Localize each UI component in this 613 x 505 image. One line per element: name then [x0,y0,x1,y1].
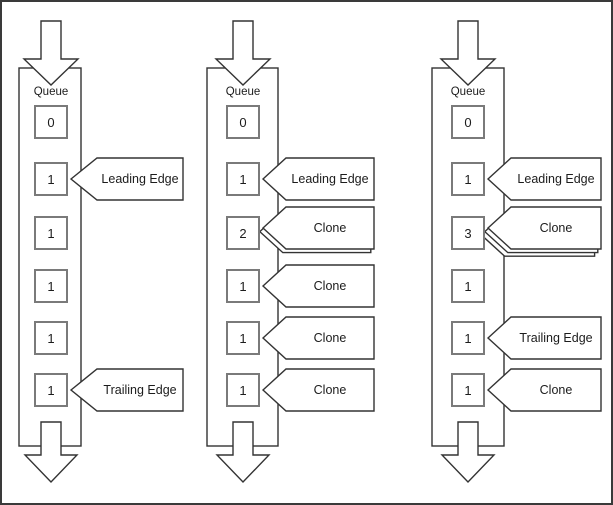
queue-box: 0 [451,105,485,139]
queue-box-value: 1 [239,171,247,187]
queue-box-value: 1 [464,382,472,398]
queue-box: 1 [34,269,68,303]
queue-box-value: 1 [47,330,55,346]
queue-box-value: 0 [47,114,55,130]
queue-box-value: 1 [47,171,55,187]
callout-label: Trailing Edge [519,331,593,345]
callout-shape [261,368,375,412]
queue-box-value: 1 [464,278,472,294]
callout-shape [261,316,375,360]
queue-box-value: 1 [239,278,247,294]
outflow-arrow-icon [215,421,271,484]
queue-box-value: 2 [239,225,247,241]
queue-title: Queue [33,86,69,98]
callout-shape [261,264,375,308]
queue-box: 3 [451,216,485,250]
queue-box-value: 1 [239,330,247,346]
callout-label: Clone [313,331,347,345]
queue-box: 1 [226,162,260,196]
queue-box: 1 [451,373,485,407]
callout-label: Leading Edge [517,172,595,186]
queue-box: 1 [226,321,260,355]
queue-box: 1 [451,162,485,196]
queue-box: 1 [451,269,485,303]
callout-label: Trailing Edge [103,383,177,397]
inflow-arrow-icon [214,20,272,86]
callout-label: Clone [539,221,573,235]
queue-box-value: 0 [239,114,247,130]
callout-shape [486,206,602,250]
callout-label: Leading Edge [291,172,369,186]
callout-label: Clone [313,221,347,235]
outflow-arrow-icon [23,421,79,484]
inflow-arrow-icon [439,20,497,86]
queue-box-value: 1 [239,382,247,398]
callout-label: Clone [313,279,347,293]
queue-box: 1 [226,269,260,303]
queue-title: Queue [225,86,261,98]
queue-box: 1 [34,162,68,196]
queue-box: 0 [34,105,68,139]
outflow-arrow-icon [440,421,496,484]
callout-shape [69,157,184,201]
queue-box-value: 3 [464,225,472,241]
queue-box: 2 [226,216,260,250]
callout-shape [261,157,375,201]
queue-box: 1 [226,373,260,407]
callout-label: Clone [539,383,573,397]
queue-box-value: 1 [464,330,472,346]
queue-box-value: 1 [47,382,55,398]
callout-shape [486,316,602,360]
queue-box-value: 1 [47,278,55,294]
queue-box: 0 [226,105,260,139]
callout-shape [486,368,602,412]
callout-label: Clone [313,383,347,397]
queue-box: 1 [34,216,68,250]
queue-box: 1 [34,373,68,407]
queue-title: Queue [450,86,486,98]
callout-shape [261,206,375,250]
queue-box-value: 1 [464,171,472,187]
inflow-arrow-icon [22,20,80,86]
queue-box-value: 0 [464,114,472,130]
callout-shape [69,368,184,412]
queue-box-value: 1 [47,225,55,241]
queue-box: 1 [451,321,485,355]
callout-label: Leading Edge [101,172,179,186]
queue-box: 1 [34,321,68,355]
callout-shape [486,157,602,201]
